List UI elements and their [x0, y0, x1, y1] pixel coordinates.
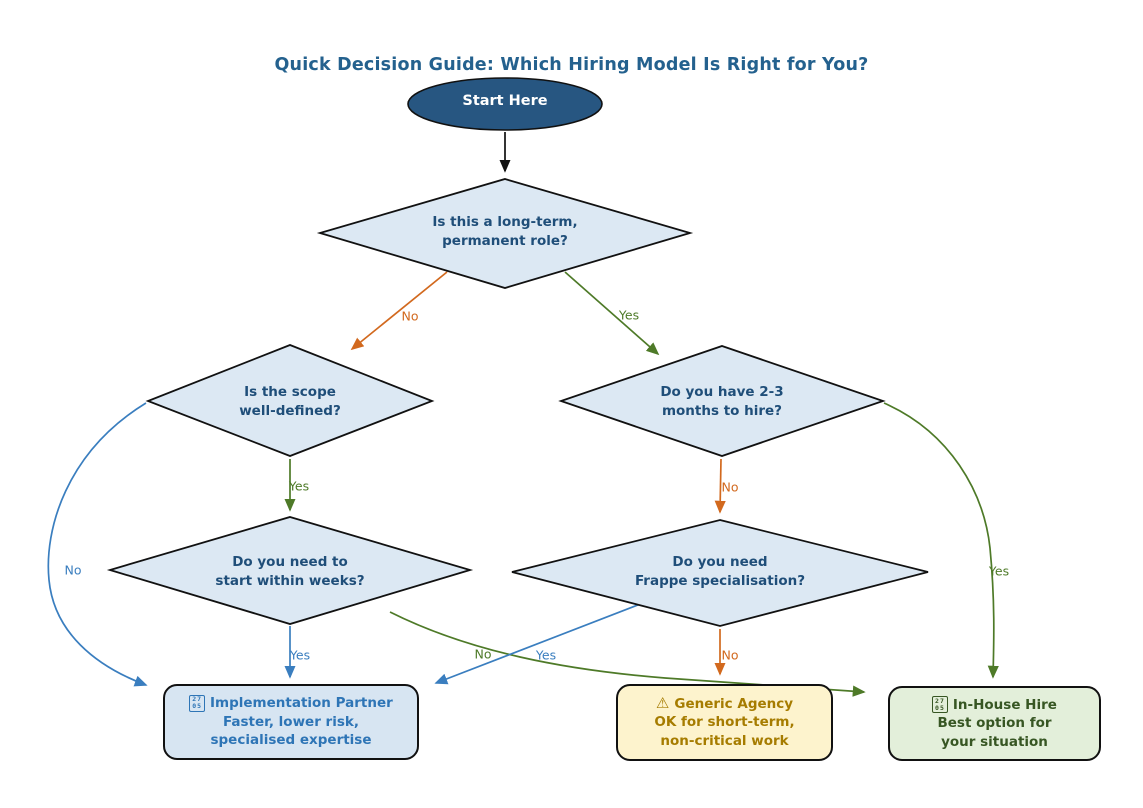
decision-weeks-shape: [106, 516, 474, 625]
decision-frappe-line1: Do you need: [672, 554, 768, 570]
edge-label-scope-no: No: [64, 562, 82, 578]
decision-frappe-label: Do you need Frappe specialisation?: [570, 553, 870, 590]
outcome-generic-agency: ⚠ Generic Agency OK for short-term, non-…: [616, 684, 833, 761]
start-node-label: Start Here: [462, 93, 548, 109]
edge-label-longterm-yes: Yes: [618, 307, 640, 323]
edge-label-weeks-yes: Yes: [289, 647, 311, 663]
missing-glyph-check-icon: 27 05: [189, 694, 206, 712]
tofu-row-bottom: 05: [935, 703, 945, 712]
outcome-agency-line2: OK for short-term,: [654, 714, 795, 731]
outcome-inhouse-line3: your situation: [941, 733, 1048, 750]
decision-longterm-line1: Is this a long-term,: [432, 214, 578, 230]
edge-label-frappe-yes: Yes: [535, 647, 557, 663]
outcome-agency-line3: non-critical work: [660, 732, 789, 749]
edge-weeks-no: [389, 611, 866, 697]
edge-frappe-yes: [434, 602, 644, 685]
edge-longterm-yes: [564, 271, 660, 356]
warning-icon: ⚠: [655, 694, 670, 713]
decision-scope-line1: Is the scope: [244, 384, 336, 400]
decision-scope-shape: [145, 344, 435, 457]
edge-label-longterm-no: No: [401, 308, 419, 324]
decision-longterm-label: Is this a long-term, permanent role?: [355, 213, 655, 250]
outcome-inhouse-line2: Best option for: [937, 715, 1052, 732]
missing-glyph-check-icon: 27 05: [932, 696, 948, 714]
edge-label-scope-yes: Yes: [288, 478, 310, 494]
decision-weeks-line2: start within weeks?: [215, 572, 365, 589]
outcome-partner-title-row: 27 05 Implementation Partner: [189, 694, 393, 713]
outcome-agency-title-row: ⚠ Generic Agency: [656, 695, 793, 714]
edge-label-months-yes: Yes: [988, 563, 1010, 579]
edge-label-weeks-no: No: [474, 646, 492, 662]
decision-longterm-line2: permanent role?: [442, 232, 568, 249]
page-title: Quick Decision Guide: Which Hiring Model…: [274, 55, 869, 75]
outcome-in-house-hire: 27 05 In-House Hire Best option for your…: [888, 686, 1101, 761]
decision-months-line2: months to hire?: [661, 402, 783, 419]
edge-label-months-no: No: [721, 479, 739, 495]
decision-weeks-line1: Do you need to: [232, 554, 348, 570]
edge-scope-no: [47, 402, 148, 687]
outcome-partner-title: Implementation Partner: [210, 695, 393, 712]
outcome-inhouse-title-row: 27 05 In-House Hire: [932, 696, 1057, 715]
tofu-row-top: 27: [935, 696, 945, 705]
edge-months-no: [714, 458, 726, 514]
outcome-inhouse-title: In-House Hire: [952, 696, 1057, 713]
decision-scope-line2: well-defined?: [239, 402, 341, 419]
start-node-shape: [407, 77, 603, 131]
tofu-row-bottom: 05: [192, 702, 203, 711]
edge-label-frappe-no: No: [721, 647, 739, 663]
outcome-partner-line2: Faster, lower risk,: [222, 713, 359, 730]
decision-weeks-label: Do you need to start within weeks?: [140, 553, 440, 590]
edge-longterm-no: [350, 271, 448, 351]
outcome-implementation-partner: 27 05 Implementation Partner Faster, low…: [163, 684, 419, 760]
decision-frappe-shape: [511, 519, 929, 627]
outcome-agency-title: Generic Agency: [674, 695, 794, 712]
decision-months-shape: [558, 345, 886, 457]
decision-scope-label: Is the scope well-defined?: [140, 383, 440, 420]
tofu-row-top: 27: [192, 695, 203, 704]
decision-longterm-shape: [316, 178, 694, 289]
decision-months-line1: Do you have 2-3: [660, 384, 784, 400]
edge-months-yes: [883, 402, 999, 679]
decision-months-label: Do you have 2-3 months to hire?: [572, 383, 872, 420]
outcome-partner-line3: specialised expertise: [210, 732, 372, 749]
decision-frappe-line2: Frappe specialisation?: [634, 572, 806, 589]
